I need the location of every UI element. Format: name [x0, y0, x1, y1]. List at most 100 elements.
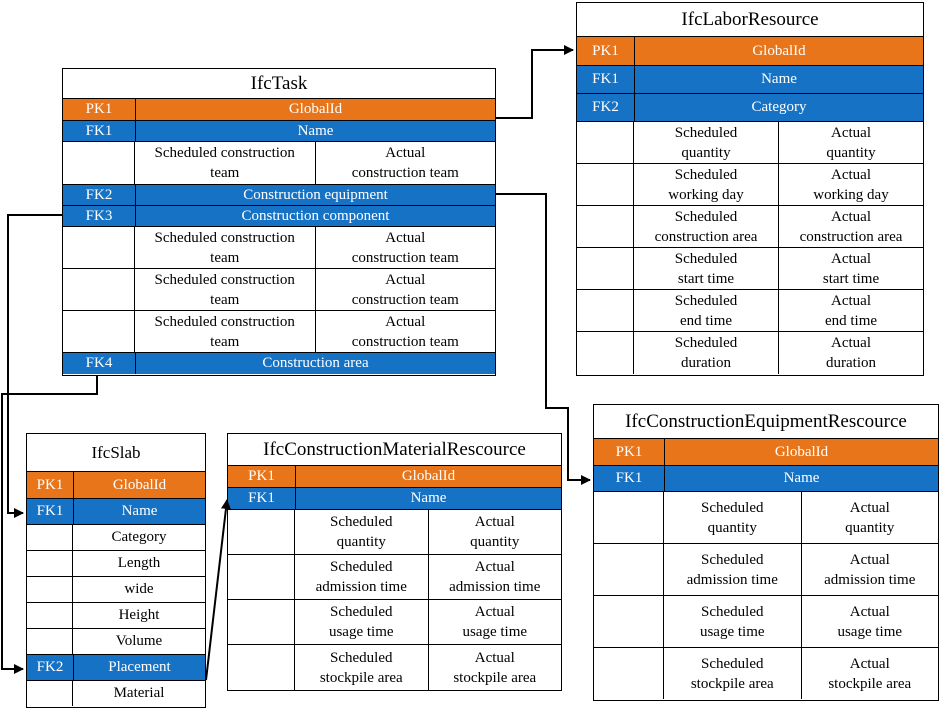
- ifcmaterial-actual-cell: Actual quantity: [427, 510, 562, 554]
- ifcmaterial-scheduled-cell: Scheduled usage time: [328, 604, 394, 640]
- ifclabor-attr-row: Scheduled end time Actual end time: [577, 290, 923, 332]
- ifctask-fk2-key: FK2: [63, 185, 135, 205]
- ifcslab-attr-volume: Volume: [115, 633, 163, 649]
- ifclabor-key-spacer: [577, 290, 634, 331]
- ifcmaterial-key-spacer: [228, 600, 295, 644]
- ifclabor-scheduled-cell: Scheduled working day: [668, 166, 744, 203]
- ifcslab-attr-wide: wide: [124, 581, 154, 597]
- ifclabor-attr-row: Scheduled start time Actual start time: [577, 248, 923, 290]
- ifclabor-attr-row: Scheduled construction area Actual const…: [577, 206, 923, 248]
- ifclabor-scheduled-cell: Scheduled duration: [674, 335, 738, 371]
- ifctask-fk3-label: Construction component: [135, 206, 495, 226]
- ifcslab-pk1-row: PK1 GlobalId: [27, 472, 205, 499]
- ifctask-actual-team: Actual construction team: [314, 227, 496, 268]
- ifctask-key-spacer: [63, 311, 135, 352]
- ifcmaterial-actual-cell: Actual stockpile area: [427, 645, 562, 690]
- ifctask-scheduled-team: Scheduled construction team: [154, 271, 295, 308]
- ifcmaterial-fk1-key: FK1: [228, 488, 295, 509]
- ifcequipment-key-spacer: [594, 544, 664, 595]
- ifcmaterial-actual-cell: Actual usage time: [427, 600, 562, 644]
- ifcconstructionequipment-title: IfcConstructionEquipmentRescource: [594, 405, 938, 439]
- ifcequipment-attr-row: Scheduled usage time Actual usage time: [594, 596, 938, 648]
- ifcequipment-attr-row: Scheduled quantity Actual quantity: [594, 492, 938, 544]
- ifcmaterial-fk1-label: Name: [295, 488, 561, 509]
- ifctask-fk4-label: Construction area: [135, 353, 495, 374]
- ifcslab-key-spacer: [27, 603, 73, 628]
- ifclabor-scheduled-cell: Scheduled start time: [674, 250, 738, 287]
- ifcequipment-fk1-row: FK1 Name: [594, 466, 938, 492]
- ifcequipment-actual-cell: Actual admission time: [800, 544, 939, 595]
- ifctask-team-row-d: Scheduled construction team Actual const…: [63, 311, 495, 353]
- ifcequipment-scheduled-cell: Scheduled usage time: [699, 603, 765, 640]
- ifctask-fk3-row: FK3 Construction component: [63, 206, 495, 227]
- ifcslab-attr-row: Height: [27, 603, 205, 629]
- ifclabor-key-spacer: [577, 332, 634, 374]
- ifcslab-key-spacer: [27, 551, 73, 576]
- ifcmaterial-key-spacer: [228, 555, 295, 599]
- ifcslab-attr-row: Material: [27, 681, 205, 706]
- ifctask-key-spacer: [63, 142, 135, 184]
- ifcslab-fk1-key: FK1: [27, 499, 73, 524]
- ifclabor-actual-cell: Actual duration: [778, 332, 923, 374]
- ifcslab-pk1-label: GlobalId: [73, 472, 205, 498]
- ifclabor-fk1-key: FK1: [577, 66, 634, 93]
- ifctask-pk1-key: PK1: [63, 99, 135, 120]
- ifcslab-attr-category: Category: [111, 529, 167, 545]
- ifclabor-actual-cell: Actual end time: [778, 290, 923, 331]
- ifcslab-fk2-key: FK2: [27, 655, 73, 680]
- ifctask-fk1-key: FK1: [63, 121, 135, 141]
- ifctask-fk1-row: FK1 Name: [63, 121, 495, 142]
- ifctask-fk1-label: Name: [135, 121, 495, 141]
- ifctask-scheduled-team: Scheduled construction team: [154, 145, 295, 181]
- ifcslab-fk2-label: Placement: [73, 655, 205, 680]
- ifctask-actual-team: Actual construction team: [314, 269, 496, 310]
- ifcslab-fk2-row: FK2 Placement: [27, 655, 205, 681]
- ifcslab-key-spacer: [27, 525, 73, 550]
- ifcmaterial-key-spacer: [228, 645, 295, 690]
- ifctask-key-spacer: [63, 269, 135, 310]
- ifctask-scheduled-team: Scheduled construction team: [154, 229, 295, 266]
- ifcmaterial-attr-row: Scheduled quantity Actual quantity: [228, 510, 561, 555]
- ifctask-pk1-label: GlobalId: [135, 99, 495, 120]
- ifclabor-actual-cell: Actual working day: [778, 164, 923, 205]
- ifclabor-fk2-row: FK2 Category: [577, 94, 923, 122]
- ifctask-pk1-row: PK1 GlobalId: [63, 99, 495, 121]
- ifcslab-key-spacer: [27, 629, 73, 654]
- ifclabor-fk1-label: Name: [634, 66, 923, 93]
- ifcequipment-scheduled-cell: Scheduled quantity: [701, 499, 764, 536]
- ifcmaterial-pk1-key: PK1: [228, 466, 295, 487]
- ifclabor-fk2-label: Category: [634, 94, 923, 121]
- ifctask-scheduled-team: Scheduled construction team: [154, 313, 295, 350]
- ifcequipment-scheduled-cell: Scheduled admission time: [686, 551, 778, 588]
- ifcmaterial-attr-row: Scheduled stockpile area Actual stockpil…: [228, 645, 561, 690]
- ifctask-fk4-row: FK4 Construction area: [63, 353, 495, 374]
- ifcequipment-actual-cell: Actual stockpile area: [800, 648, 939, 699]
- ifclabor-attr-row: Scheduled quantity Actual quantity: [577, 122, 923, 164]
- ifcslab-fk1-row: FK1 Name: [27, 499, 205, 525]
- ifcconstructionmaterial-title: IfcConstructionMaterialRescource: [228, 434, 561, 466]
- ifcmaterial-pk1-row: PK1 GlobalId: [228, 466, 561, 488]
- ifcmaterial-scheduled-cell: Scheduled admission time: [315, 559, 407, 595]
- ifcslab-key-spacer: [27, 577, 73, 602]
- ifcmaterial-key-spacer: [228, 510, 295, 554]
- ifclaborresource-table: IfcLaborResource PK1 GlobalId FK1 Name F…: [576, 2, 924, 376]
- ifctask-actual-team: Actual construction team: [314, 311, 496, 352]
- ifctask-key-spacer: [63, 227, 135, 268]
- ifcslab-table: IfcSlab PK1 GlobalId FK1 Name Category L…: [26, 433, 206, 708]
- ifcequipment-pk1-label: GlobalId: [664, 439, 938, 465]
- ifcequipment-key-spacer: [594, 492, 664, 543]
- ifcslab-attr-row: Length: [27, 551, 205, 577]
- ifclabor-fk2-key: FK2: [577, 94, 634, 121]
- ifcequipment-key-spacer: [594, 596, 664, 647]
- ifcmaterial-scheduled-cell: Scheduled stockpile area: [319, 649, 403, 686]
- ifcequipment-attr-row: Scheduled admission time Actual admissio…: [594, 544, 938, 596]
- ifclabor-key-spacer: [577, 164, 634, 205]
- ifctask-table: IfcTask PK1 GlobalId FK1 Name Scheduled …: [62, 68, 496, 376]
- ifcconstructionequipment-table: IfcConstructionEquipmentRescource PK1 Gl…: [593, 404, 939, 701]
- ifcslab-fk1-label: Name: [73, 499, 205, 524]
- ifclabor-pk1-label: GlobalId: [634, 37, 923, 65]
- ifcmaterial-scheduled-cell: Scheduled quantity: [330, 514, 393, 550]
- ifclabor-scheduled-cell: Scheduled quantity: [674, 124, 738, 161]
- ifctask-team-row-a: Scheduled construction team Actual const…: [63, 142, 495, 185]
- ifcslab-attr-height: Height: [118, 607, 160, 623]
